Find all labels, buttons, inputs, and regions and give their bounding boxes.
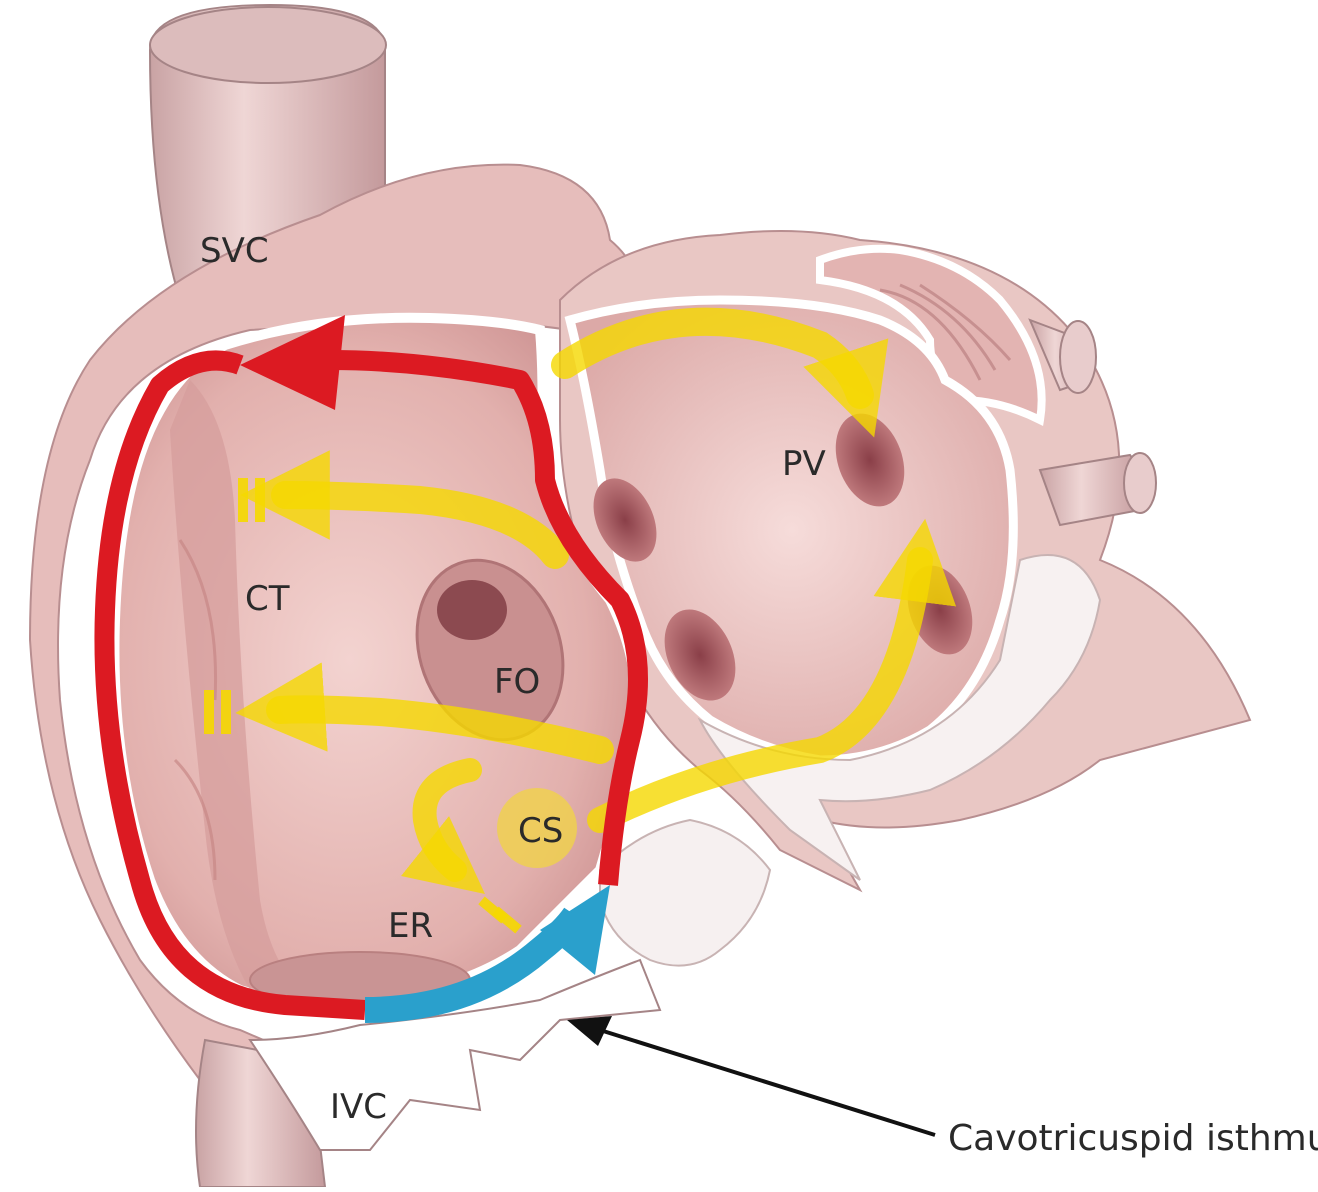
label-ivc: IVC <box>330 1087 387 1127</box>
callout-arrow-line <box>600 1030 935 1135</box>
label-cs: CS <box>518 811 563 851</box>
label-ct: CT <box>245 579 290 619</box>
label-fo: FO <box>494 662 540 702</box>
label-svc: SVC <box>200 231 269 271</box>
label-er: ER <box>388 906 433 946</box>
tricuspid-tissue <box>600 820 770 966</box>
callout-label: Cavotricuspid isthmus <box>948 1118 1318 1159</box>
svc-opening <box>150 7 386 83</box>
label-pv: PV <box>782 444 826 484</box>
